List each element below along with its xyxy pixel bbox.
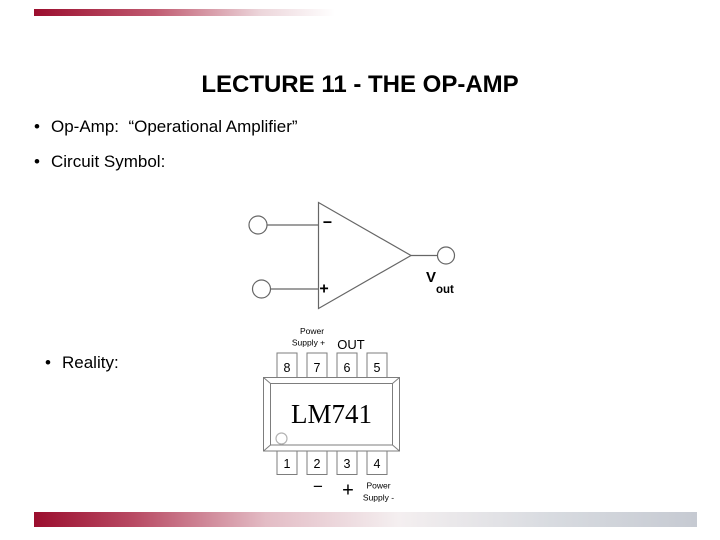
lm741-ic-diagram: Power Supply + OUT 8 7 6 5 LM741: [263, 326, 400, 503]
bottom-accent-stripe: [34, 512, 697, 527]
pin-number: 8: [284, 361, 291, 375]
chip-part-number: LM741: [291, 399, 372, 429]
pin-number: 2: [314, 457, 321, 471]
noninverting-input-terminal: [251, 279, 272, 299]
power-supply-plus-label-line2: Supply +: [292, 338, 325, 348]
power-supply-minus-label-line2: Supply -: [363, 493, 394, 503]
pin-number: 7: [314, 361, 321, 375]
pin-box-2: [306, 450, 328, 475]
pin-box-1: [276, 450, 298, 475]
bevel-corner: [263, 377, 271, 384]
bevel-corner: [392, 444, 400, 452]
slide-title: LECTURE 11 - THE OP-AMP: [201, 71, 519, 98]
pin-number: 3: [344, 457, 351, 471]
chip-body-inner: [270, 383, 393, 446]
vout-label: V: [426, 269, 436, 286]
opamp-triangle: [317, 201, 413, 310]
noninverting-input-sign: +: [319, 281, 328, 298]
chip-body-outer: [263, 377, 400, 452]
pin-number: 4: [374, 457, 381, 471]
power-supply-minus-label-line1: Power: [366, 481, 390, 491]
bullet-text: Op-Amp: “Operational Amplifier”: [51, 117, 298, 136]
pin-number: 5: [374, 361, 381, 375]
pin-number: 1: [284, 457, 291, 471]
bullet-item-reality: • Reality:: [45, 353, 119, 373]
pin-box-4: [366, 450, 388, 475]
noninverting-pin-label: +: [342, 480, 354, 502]
power-supply-plus-label-line1: Power: [300, 326, 324, 336]
inverting-input-sign: −: [323, 215, 332, 232]
pin1-notch-icon: [275, 432, 288, 445]
bullet-text: Reality:: [62, 353, 119, 372]
out-label: OUT: [337, 337, 365, 352]
top-accent-stripe: [34, 9, 335, 16]
bullet-icon: •: [34, 152, 40, 171]
output-terminal: [436, 246, 456, 265]
pin-number: 6: [344, 361, 351, 375]
bullet-item-circuit-symbol: • Circuit Symbol:: [34, 152, 165, 172]
inverting-pin-label: −: [313, 477, 323, 496]
bullet-icon: •: [34, 117, 40, 136]
bullet-item-opamp: • Op-Amp: “Operational Amplifier”: [34, 117, 298, 137]
inverting-input-terminal: [248, 215, 268, 235]
bevel-corner: [392, 377, 400, 384]
bullet-icon: •: [45, 353, 51, 372]
vout-subscript: out: [436, 284, 454, 296]
opamp-circuit-symbol: − + V out: [248, 201, 456, 310]
bullet-text: Circuit Symbol:: [51, 152, 166, 171]
bevel-corner: [263, 444, 271, 452]
pin-box-3: [336, 450, 358, 475]
